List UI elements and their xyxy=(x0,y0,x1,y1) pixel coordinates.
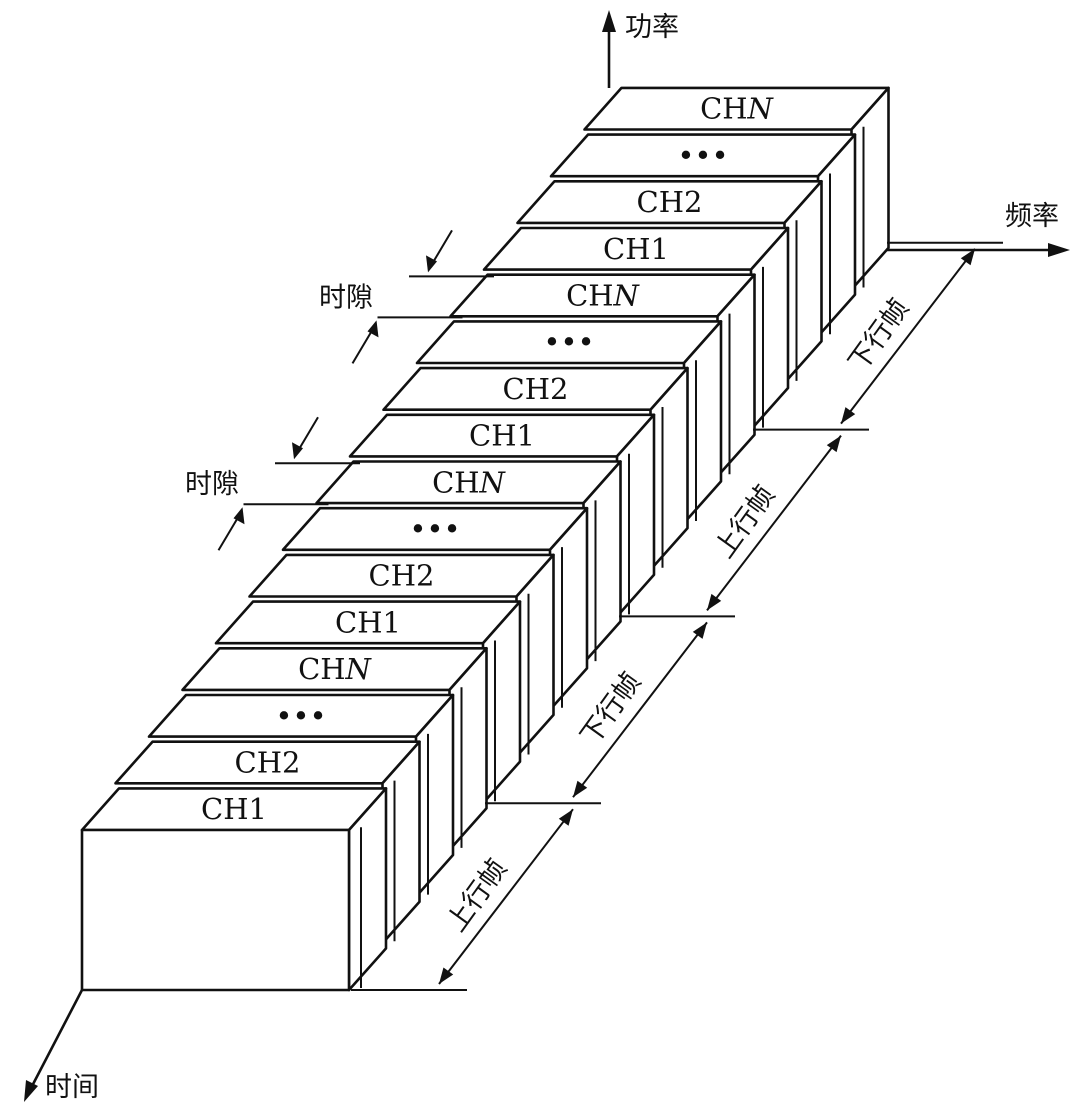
slot-2: CH2 xyxy=(114,740,421,945)
slot-marker-label: 时隙 xyxy=(185,469,239,500)
slot-marker-arrowhead xyxy=(292,442,303,460)
slot-8: CHN xyxy=(315,460,622,665)
frame-label: 上行帧 xyxy=(441,854,513,938)
slot-marker-2: 时隙 xyxy=(185,416,360,551)
slot-marker-arrowhead xyxy=(367,320,379,338)
slot-13: CH1 xyxy=(482,226,790,431)
slot-3: ••• xyxy=(147,693,455,898)
frame-dimension-line xyxy=(706,434,842,612)
slot-label: CHN xyxy=(432,465,506,499)
frame-label: 上行帧 xyxy=(709,480,781,564)
frequency-axis-arrowhead xyxy=(1048,243,1070,257)
power-axis-label: 功率 xyxy=(625,12,679,43)
slot-label: CHN xyxy=(700,92,774,126)
slot-label: CH1 xyxy=(201,792,267,826)
slot-stack: CHN•••CH2CH1CHN•••CH2CH1CHN•••CH2CH1CHN•… xyxy=(80,86,890,992)
frame-arrowhead xyxy=(960,248,975,266)
slot-16: CHN xyxy=(583,86,890,291)
power-axis-arrowhead xyxy=(602,10,616,32)
frame-arrowhead xyxy=(841,407,856,424)
frame-arrowhead xyxy=(558,809,573,826)
slot-marker-arrowhead xyxy=(233,507,245,525)
slot-7: ••• xyxy=(281,506,589,712)
slot-marker-arrowhead xyxy=(426,255,437,273)
slot-label: CH2 xyxy=(235,746,301,780)
slot-10: CH2 xyxy=(382,366,689,572)
slot-15: ••• xyxy=(549,133,857,338)
frame-arrowhead xyxy=(439,967,454,984)
slot-label: CHN xyxy=(566,279,640,313)
time-axis-arrowhead xyxy=(24,1080,38,1102)
frame-label: 下行帧 xyxy=(843,293,915,377)
slot-marker-label: 时隙 xyxy=(319,282,373,313)
slot-11: ••• xyxy=(415,320,723,525)
frame-dimension-line xyxy=(572,621,708,798)
slot-label: CH1 xyxy=(469,419,535,453)
slot-label: CH2 xyxy=(369,559,435,593)
slot-label: CH2 xyxy=(503,372,569,406)
slot-4: CHN xyxy=(181,646,488,852)
slot-marker-1: 时隙 xyxy=(319,229,494,364)
frame-arrowhead xyxy=(573,780,588,798)
frequency-axis-label: 频率 xyxy=(1005,201,1059,232)
front-block xyxy=(80,828,351,992)
slot-9: CH1 xyxy=(348,413,656,618)
slot-label: CH2 xyxy=(637,185,703,219)
frame-arrowhead xyxy=(826,435,841,453)
frame-arrowhead xyxy=(692,622,707,639)
slot-label: CH1 xyxy=(603,232,669,266)
slot-label: ••• xyxy=(275,699,326,733)
slot-label: CH1 xyxy=(335,605,401,639)
front-block-face xyxy=(80,828,351,992)
slot-label: CHN xyxy=(298,652,372,686)
slot-6: CH2 xyxy=(248,553,555,758)
slot-14: CH2 xyxy=(516,180,823,385)
frame-arrowhead xyxy=(707,593,722,611)
time-axis-label: 时间 xyxy=(45,1072,99,1103)
frame-dimension-line xyxy=(840,248,976,425)
frame-dimension-line xyxy=(438,808,574,985)
slot-12: CHN xyxy=(449,273,756,478)
slot-label: ••• xyxy=(409,512,460,546)
slot-1: CH1 xyxy=(80,787,388,992)
frequency-axis: 频率 xyxy=(878,201,1070,257)
time-axis: 时间 xyxy=(24,989,99,1103)
slot-label: ••• xyxy=(677,138,728,172)
power-axis: 功率 xyxy=(602,10,679,88)
slot-label: ••• xyxy=(543,325,594,359)
frame-label: 下行帧 xyxy=(575,667,647,751)
